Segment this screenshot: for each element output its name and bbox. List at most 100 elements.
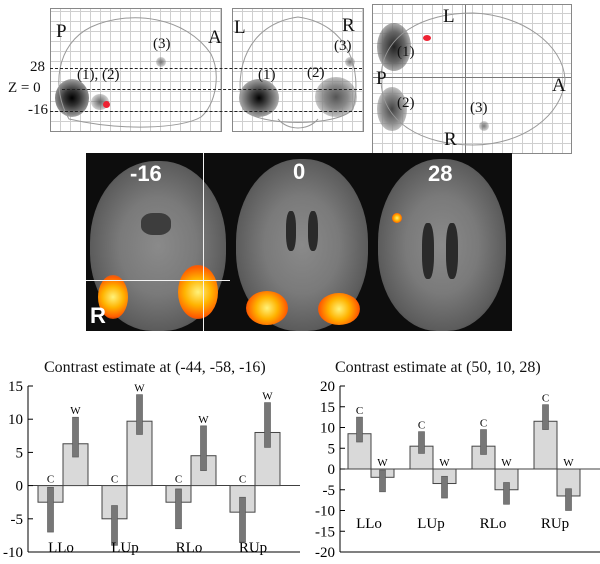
- series-label-w: W: [563, 457, 574, 469]
- crosshair-vertical: [203, 153, 204, 331]
- label-coronal-cluster-3: (3): [334, 38, 352, 54]
- label-axial-right: R: [444, 129, 457, 150]
- label-axial-cluster-3: (3): [470, 100, 488, 116]
- series-label-c: C: [175, 474, 182, 486]
- cluster-blob-coronal-1: [239, 79, 279, 117]
- error-bar: [136, 394, 143, 435]
- brain-outline-axial: [380, 12, 566, 146]
- series-label-w: W: [262, 391, 273, 403]
- series-label-c: C: [418, 420, 425, 432]
- activation-blob-right: [178, 265, 218, 319]
- label-sagittal-cluster-3: (3): [153, 36, 171, 52]
- y-tick-label: -15: [315, 524, 335, 540]
- cluster-blob-axial-3: [479, 121, 489, 131]
- cluster-blob-coronal-3: [345, 57, 355, 67]
- peak-marker-red-axial: [423, 35, 431, 41]
- y-tick-label: 20: [320, 380, 335, 395]
- series-label-c: C: [356, 405, 363, 417]
- error-bar: [441, 475, 448, 499]
- y-tick-label: 5: [328, 441, 336, 457]
- category-label: LUp: [111, 540, 139, 556]
- y-tick-label: 10: [8, 412, 23, 428]
- series-label-c: C: [542, 393, 549, 405]
- activation-blob-right-z0: [318, 293, 360, 325]
- z-level-bottom-label: -16: [28, 102, 48, 118]
- category-label: RUp: [239, 540, 267, 556]
- error-bar: [239, 496, 246, 543]
- series-label-w: W: [501, 457, 512, 469]
- chart-2-title: Contrast estimate at (50, 10, 28): [335, 359, 541, 376]
- series-label-w: W: [134, 383, 145, 395]
- glass-brain-axial: [372, 4, 572, 154]
- series-label-c: C: [239, 474, 246, 486]
- mri-slice-z-28: 28: [374, 153, 512, 331]
- category-label: LLo: [48, 540, 74, 556]
- category-label: LLo: [356, 516, 382, 532]
- y-tick-label: -10: [315, 504, 335, 520]
- slice-label-2: 0: [293, 159, 306, 184]
- y-tick-label: 15: [320, 400, 335, 416]
- peak-marker-red: [103, 101, 110, 108]
- y-tick-label: -20: [315, 545, 335, 560]
- y-tick-label: 15: [8, 380, 23, 395]
- error-bar: [480, 429, 487, 455]
- chart-2: -20 -15 -10 -5 0 5 10 15 20C W LLo C W LUp C W RLo C W RUp: [315, 380, 600, 560]
- label-axial-left: L: [443, 6, 455, 27]
- activation-blob-left-z0: [246, 291, 288, 325]
- label-sagittal-posterior: P: [56, 21, 67, 42]
- category-label: LUp: [417, 516, 445, 532]
- label-axial-cluster-2: (2): [397, 95, 415, 111]
- error-bar: [503, 482, 510, 505]
- label-axial-posterior: P: [376, 68, 387, 89]
- slice-label-3: 28: [428, 161, 453, 186]
- z-level-top-label: 28: [30, 59, 45, 75]
- y-tick-label: 0: [328, 462, 336, 478]
- series-label-c: C: [480, 418, 487, 430]
- label-coronal-cluster-1: (1): [258, 67, 276, 83]
- error-bar: [379, 469, 386, 493]
- y-tick-label: -5: [323, 483, 336, 499]
- y-tick-label: -5: [11, 512, 24, 528]
- crosshair-horizontal: [86, 280, 230, 281]
- error-bar: [175, 488, 182, 530]
- series-label-w: W: [377, 457, 388, 469]
- category-label: RUp: [541, 516, 569, 532]
- chart-1-title: Contrast estimate at (-44, -58, -16): [44, 359, 266, 376]
- y-tick-label: 10: [320, 421, 335, 437]
- error-bar: [542, 404, 549, 430]
- activation-blob-left: [98, 275, 128, 319]
- series-label-c: C: [47, 474, 54, 486]
- glass-brain-coronal: [232, 8, 364, 132]
- orientation-label: R: [90, 303, 106, 328]
- cluster-blob-sagittal-3: [156, 57, 166, 67]
- brain-outline-coronal: [239, 16, 357, 129]
- error-bar: [356, 416, 363, 443]
- label-axial-anterior: A: [552, 75, 566, 96]
- brain-outline-sagittal: [58, 17, 217, 128]
- error-bar: [565, 488, 572, 511]
- series-label-w: W: [70, 405, 81, 417]
- label-coronal-cluster-2: (2): [307, 65, 325, 81]
- error-bar: [72, 416, 79, 458]
- error-bar: [47, 486, 54, 533]
- z-level-middle-label: Z = 0: [8, 80, 41, 96]
- series-label-w: W: [198, 414, 209, 426]
- activation-blob-z28: [392, 213, 402, 223]
- z-guide-top: [50, 68, 362, 69]
- bar-w-rup: [254, 431, 281, 487]
- glass-brain-sagittal: [50, 8, 222, 132]
- y-tick-label: -10: [3, 545, 23, 560]
- label-coronal-right: R: [342, 15, 355, 36]
- slice-label-1: -16: [130, 161, 162, 186]
- cluster-blob-coronal-2: [315, 77, 357, 117]
- series-label-w: W: [439, 457, 450, 469]
- label-coronal-left: L: [234, 17, 246, 38]
- error-bar: [111, 505, 118, 546]
- y-tick-label: 5: [16, 445, 24, 461]
- category-label: RLo: [480, 516, 507, 532]
- label-axial-cluster-1: (1): [397, 44, 415, 60]
- label-sagittal-anterior: A: [208, 27, 222, 48]
- y-tick-label: 0: [16, 479, 24, 495]
- series-label-c: C: [111, 474, 118, 486]
